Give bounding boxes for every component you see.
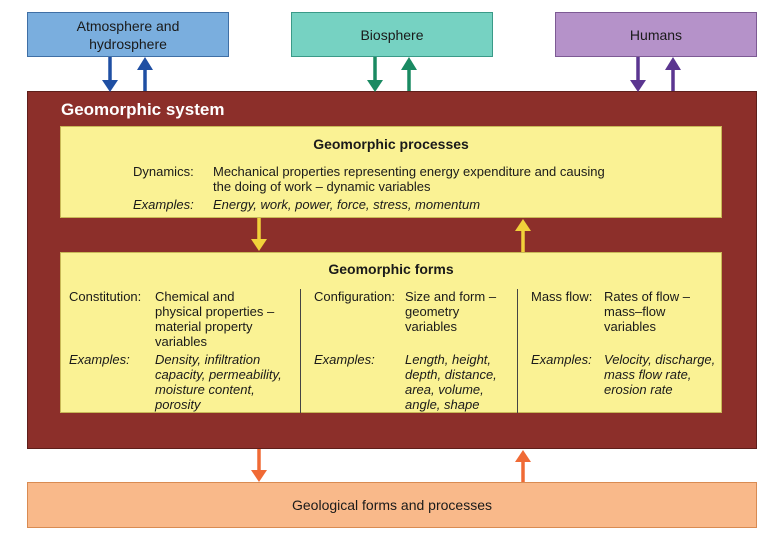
forms-to-processes-arrow-head — [515, 219, 531, 231]
mass-flow-examples-label: Examples: — [531, 352, 592, 367]
atmosphere-hydrosphere-box: Atmosphere and hydrosphere — [27, 12, 229, 57]
constitution-examples-label: Examples: — [69, 352, 130, 367]
configuration-desc-3: variables — [405, 319, 458, 334]
configuration-example-3: area, volume, — [405, 382, 484, 397]
constitution-desc-3: material property — [155, 319, 253, 334]
processes-examples-label: Examples: — [133, 197, 194, 212]
constitution-example-4: porosity — [155, 397, 201, 412]
forms-divider-2 — [517, 289, 518, 413]
dynamics-line-1: Mechanical properties representing energ… — [213, 164, 605, 179]
forms-divider-1 — [300, 289, 301, 413]
constitution-desc-4: variables — [155, 334, 208, 349]
constitution-label: Constitution: — [69, 289, 142, 304]
configuration-desc-2: geometry — [405, 304, 460, 319]
atmosphere-hydrosphere-label: Atmosphere and hydrosphere — [76, 17, 180, 52]
atmosphere-down-arrow-head — [102, 80, 118, 92]
processes-examples: Energy, work, power, force, stress, mome… — [213, 197, 481, 212]
geological-to-system-arrow-head — [515, 450, 531, 462]
constitution-desc-2: physical properties – — [155, 304, 275, 319]
processes-to-forms-arrow-head — [251, 239, 267, 251]
mass-flow-desc-3: variables — [604, 319, 657, 334]
atmosphere-up-arrow-head — [137, 57, 153, 70]
geomorphic-processes-box: Geomorphic processes Dynamics: Mechanica… — [60, 126, 722, 218]
mass-flow-example-1: Velocity, discharge, — [604, 352, 716, 367]
mass-flow-desc-2: mass–flow — [604, 304, 666, 319]
mass-flow-example-2: mass flow rate, — [604, 367, 692, 382]
dynamics-label: Dynamics: — [133, 164, 194, 179]
configuration-example-4: angle, shape — [405, 397, 480, 412]
configuration-example-1: Length, height, — [405, 352, 492, 367]
humans-box: Humans — [555, 12, 757, 57]
geomorphic-forms-box: Geomorphic forms Constitution: Chemical … — [60, 252, 722, 413]
humans-down-arrow-head — [630, 80, 646, 92]
biosphere-up-arrow-head — [401, 57, 417, 70]
geological-forms-processes-label: Geological forms and processes — [292, 497, 492, 513]
geomorphic-system-title: Geomorphic system — [61, 100, 225, 119]
dynamics-line-2: the doing of work – dynamic variables — [213, 179, 431, 194]
configuration-desc-1: Size and form – — [405, 289, 497, 304]
constitution-desc-1: Chemical and — [155, 289, 235, 304]
biosphere-down-arrow-head — [367, 80, 383, 92]
system-to-geological-arrow-head — [251, 470, 267, 482]
configuration-example-2: depth, distance, — [405, 367, 497, 382]
humans-label: Humans — [629, 26, 683, 43]
configuration-label: Configuration: — [314, 289, 395, 304]
mass-flow-label: Mass flow: — [531, 289, 593, 304]
constitution-example-3: moisture content, — [155, 382, 255, 397]
geological-forms-processes-box: Geological forms and processes — [27, 482, 757, 528]
geomorphic-processes-title: Geomorphic processes — [313, 136, 469, 152]
mass-flow-desc-1: Rates of flow – — [604, 289, 690, 304]
configuration-examples-label: Examples: — [314, 352, 375, 367]
constitution-example-2: capacity, permeability, — [155, 367, 282, 382]
biosphere-label: Biosphere — [360, 26, 424, 43]
biosphere-box: Biosphere — [291, 12, 493, 57]
geomorphic-forms-title: Geomorphic forms — [328, 261, 454, 277]
humans-up-arrow-head — [665, 57, 681, 70]
constitution-example-1: Density, infiltration — [155, 352, 261, 367]
mass-flow-example-3: erosion rate — [604, 382, 673, 397]
